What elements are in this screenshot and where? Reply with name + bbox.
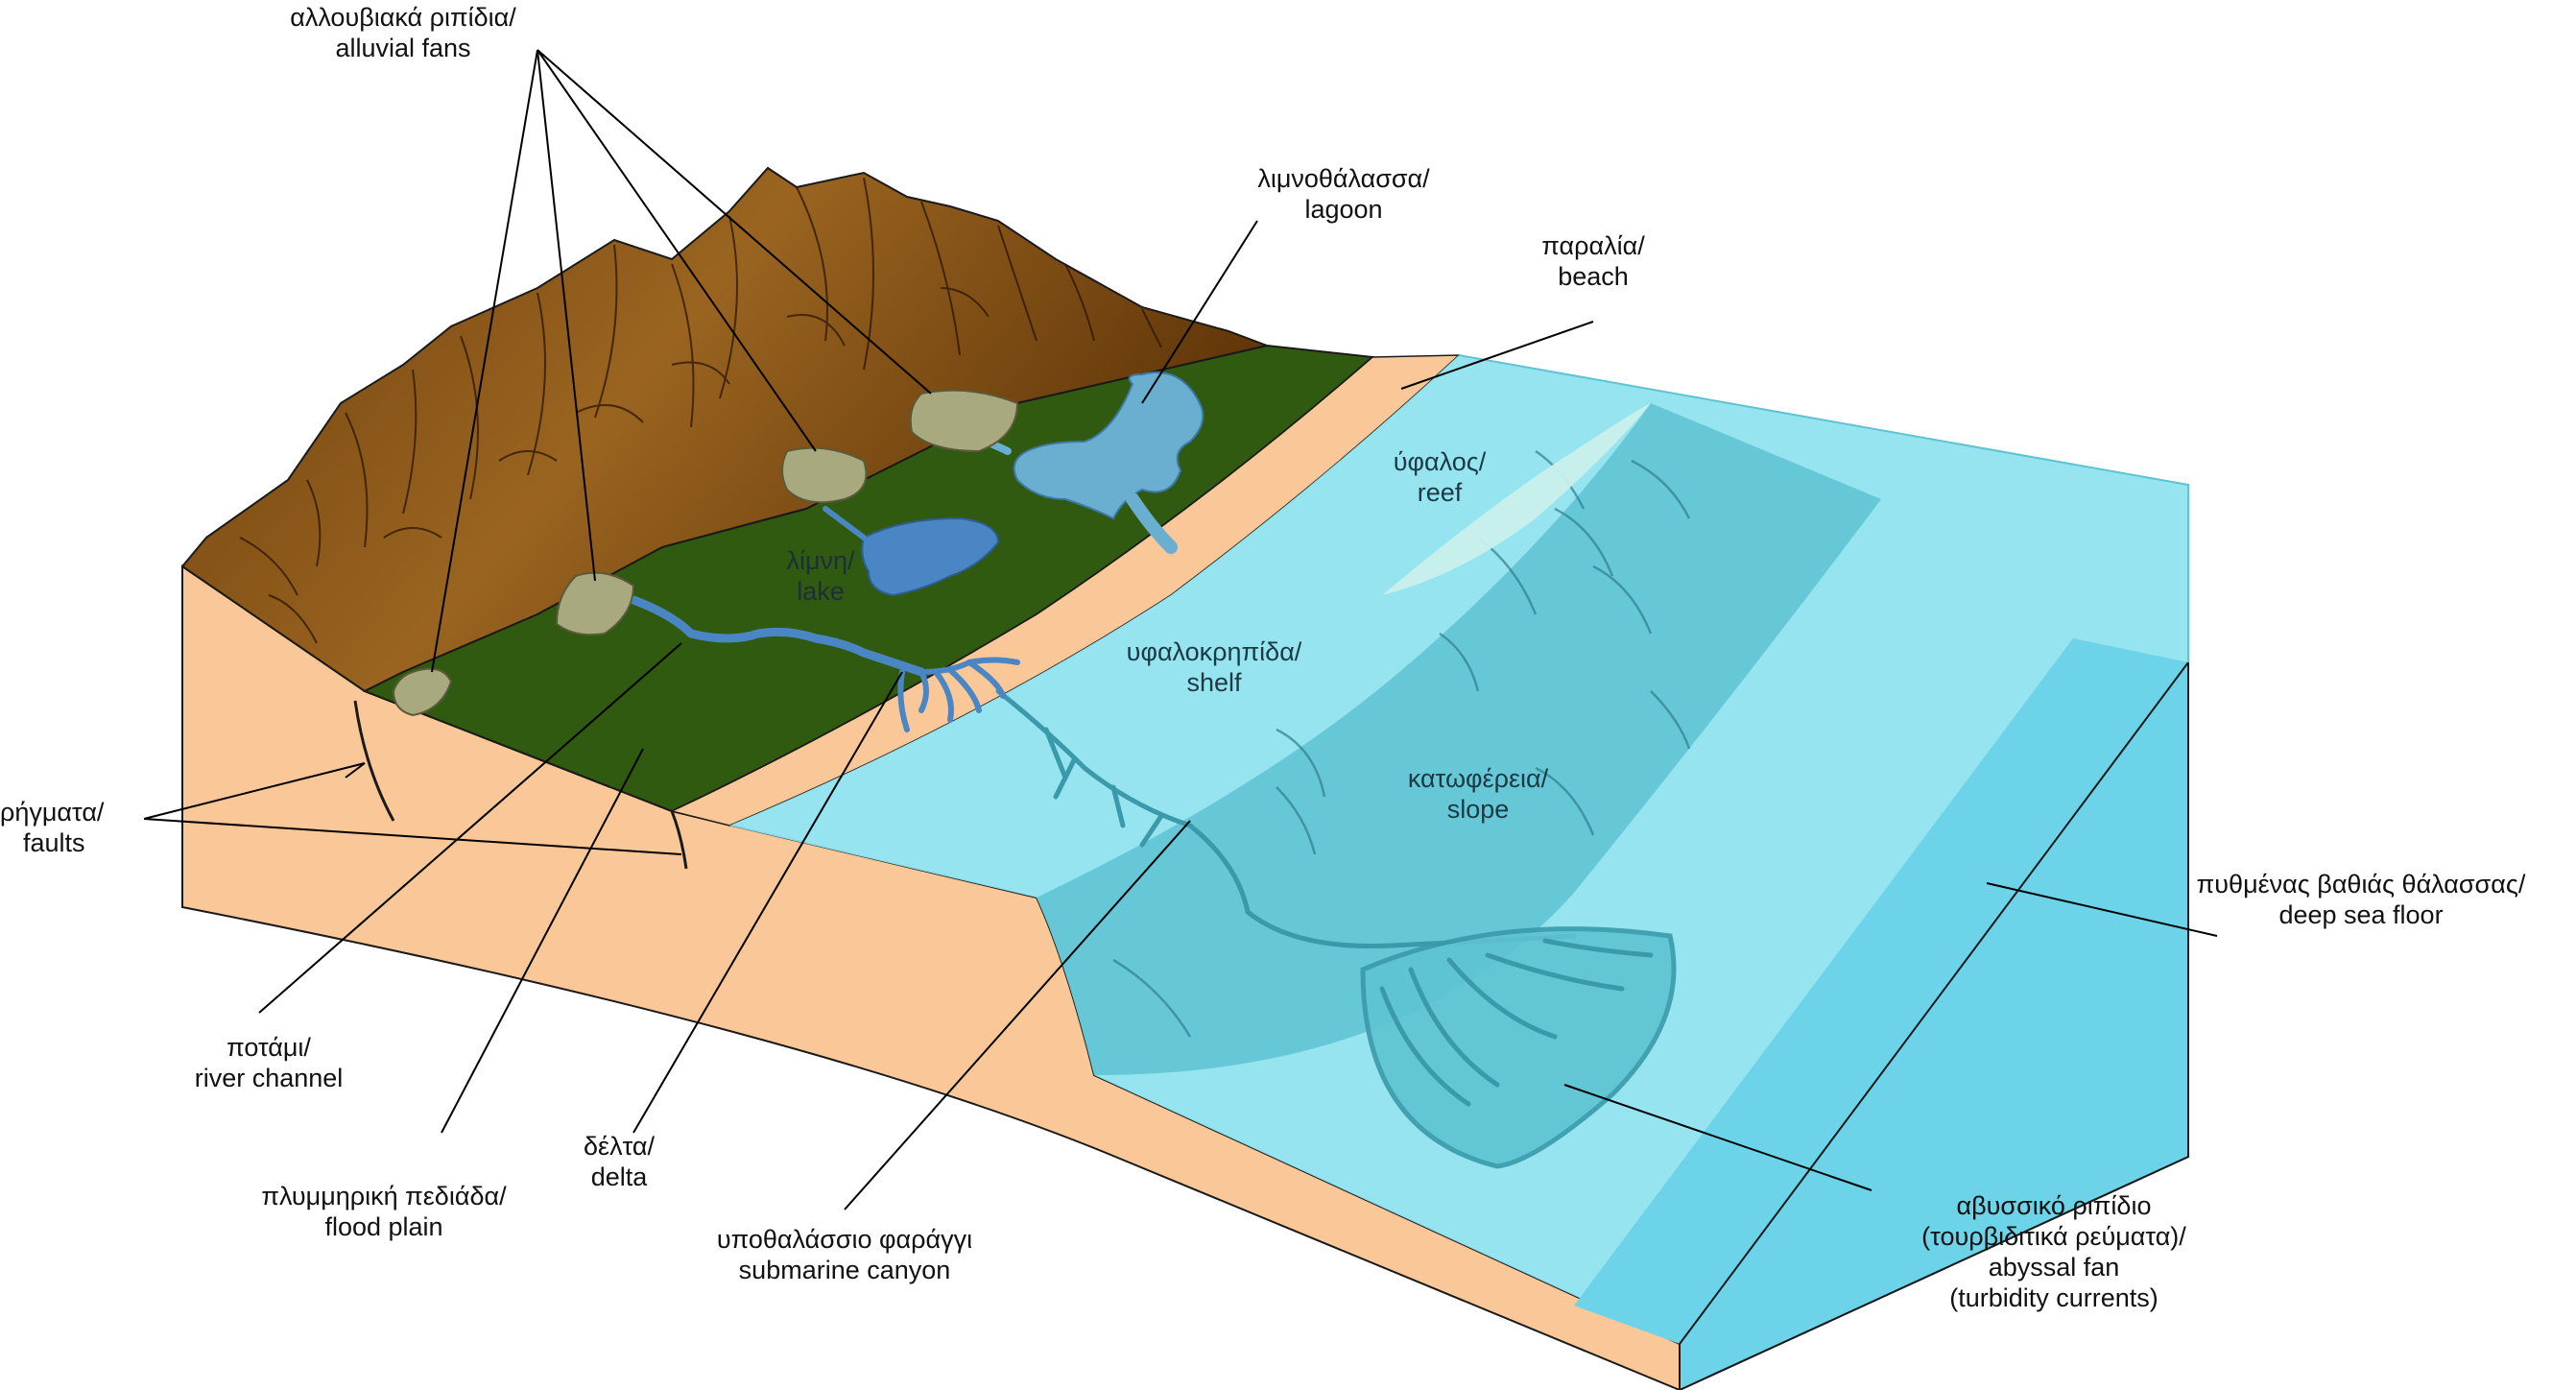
label-lake: λίμνη/ lake: [758, 545, 883, 607]
label-deep-sea-floor-el: πυθμένας βαθιάς θάλασσας/: [2196, 870, 2526, 899]
leader-lines: [143, 49, 2218, 1210]
reef-band: [1382, 403, 1651, 595]
label-delta-el: δέλτα/: [584, 1132, 655, 1161]
label-river-channel-en: river channel: [194, 1064, 344, 1092]
label-reef-en: reef: [1417, 478, 1463, 507]
label-river-channel-el: ποτάμι/: [227, 1033, 311, 1062]
label-faults-el: ρήγματα/: [0, 798, 105, 827]
label-delta: δέλτα/ delta: [537, 1131, 701, 1192]
lake-water: [823, 506, 1000, 597]
label-beach-en: beach: [1558, 262, 1629, 291]
alluvial-fans: [392, 389, 1019, 717]
label-submarine-canyon: υποθαλάσσιο φαράγγι submarine canyon: [672, 1224, 1017, 1285]
label-alluvial-fans-el: αλλουβιακά ριπίδια/: [290, 3, 516, 32]
label-shelf-en: shelf: [1186, 668, 1242, 697]
mountain-range: [180, 166, 1271, 693]
label-alluvial-fans: αλλουβιακά ριπίδια/ alluvial fans: [259, 2, 547, 63]
label-slope-en: slope: [1446, 795, 1510, 824]
label-deep-sea-floor-en: deep sea floor: [2278, 900, 2444, 929]
label-abyssal-fan-el1: αβυσσικό ριπίδιο: [1956, 1191, 2152, 1220]
label-beach-el: παραλία/: [1541, 231, 1645, 260]
label-lake-el: λίμνη/: [786, 546, 855, 575]
label-abyssal-fan: αβυσσικό ριπίδιο (τουρβιδιτικά ρεύματα)/…: [1852, 1190, 2255, 1313]
label-flood-plain-en: flood plain: [324, 1212, 443, 1241]
label-lagoon: λιμνοθάλασσα/ lagoon: [1228, 163, 1459, 225]
label-delta-en: delta: [590, 1162, 648, 1191]
label-river-channel: ποτάμι/ river channel: [154, 1032, 384, 1093]
label-faults-en: faults: [23, 828, 85, 857]
label-reef: ύφαλος/ reef: [1372, 446, 1507, 508]
label-lake-en: lake: [797, 577, 845, 606]
label-shelf: υφαλοκρηπίδα/ shelf: [1085, 636, 1344, 698]
label-slope-el: κατωφέρεια/: [1407, 764, 1549, 793]
label-deep-sea-floor: πυθμένας βαθιάς θάλασσας/ deep sea floor: [2150, 869, 2572, 930]
label-submarine-canyon-en: submarine canyon: [738, 1256, 951, 1284]
abyssal-fan: [1360, 926, 1677, 1169]
faults: [353, 700, 688, 870]
label-slope: κατωφέρεια/ slope: [1372, 763, 1584, 825]
label-lagoon-el: λιμνοθάλασσα/: [1257, 164, 1430, 193]
label-alluvial-fans-en: alluvial fans: [335, 34, 471, 62]
label-abyssal-fan-en2: (turbidity currents): [1949, 1283, 2159, 1312]
delta: [897, 657, 1020, 732]
label-flood-plain-el: πλυμμηρική πεδιάδα/: [261, 1182, 507, 1210]
label-abyssal-fan-en1: abyssal fan: [1988, 1253, 2120, 1282]
label-flood-plain: πλυμμηρική πεδιάδα/ flood plain: [211, 1181, 557, 1242]
water-outline: [1458, 354, 2189, 662]
label-lagoon-en: lagoon: [1304, 195, 1383, 224]
river-channel: [629, 595, 926, 677]
label-abyssal-fan-el2: (τουρβιδιτικά ρεύματα)/: [1921, 1222, 2186, 1251]
label-faults: ρήγματα/ faults: [0, 797, 134, 858]
sediment-block: [181, 564, 2189, 1390]
deep-sea-floor-band: [1574, 638, 2189, 1390]
label-reef-el: ύφαλος/: [1393, 447, 1487, 476]
label-submarine-canyon-el: υποθαλάσσιο φαράγγι: [716, 1225, 973, 1254]
label-shelf-el: υφαλοκρηπίδα/: [1126, 637, 1302, 666]
label-beach: παραλία/ beach: [1507, 230, 1680, 292]
